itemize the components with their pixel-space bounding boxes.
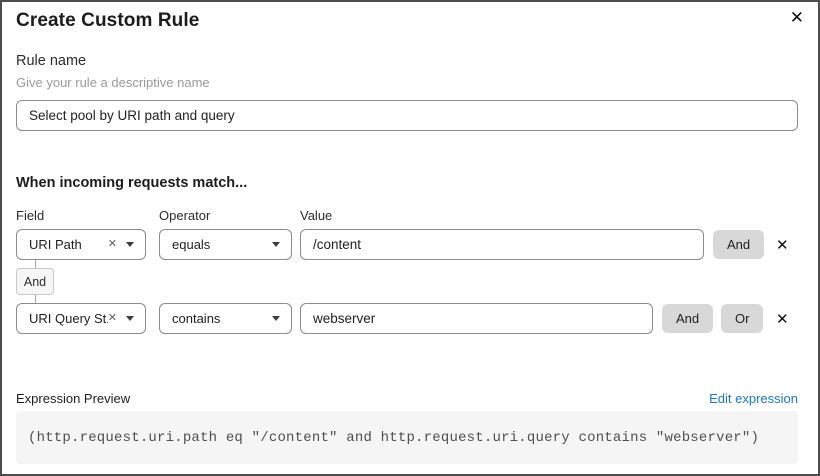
operator-column-label: Operator (159, 208, 211, 223)
value-column-label: Value (300, 208, 333, 223)
value-input-row2[interactable] (300, 303, 653, 334)
clear-field-icon[interactable]: ✕ (107, 312, 117, 324)
expression-code-block: (http.request.uri.path eq "/content" and… (16, 411, 798, 464)
operator-select-row2[interactable]: contains (159, 303, 292, 334)
remove-condition-icon-row2[interactable]: ✕ (776, 311, 789, 328)
value-input-row1[interactable] (300, 229, 704, 260)
and-button-row1[interactable]: And (713, 230, 765, 259)
and-connector-badge: And (16, 268, 54, 295)
field-select-row1[interactable]: URI Path ✕ (16, 229, 146, 260)
chevron-down-icon (126, 242, 134, 247)
dialog-title: Create Custom Rule (16, 10, 200, 31)
operator-select-row2-value: contains (172, 311, 221, 326)
field-column-label: Field (16, 208, 45, 223)
chevron-down-icon (272, 316, 280, 321)
rule-name-hint: Give your rule a descriptive name (16, 75, 210, 90)
chevron-down-icon (126, 316, 134, 321)
field-select-row1-value: URI Path (29, 237, 82, 252)
operator-select-row1-value: equals (172, 237, 211, 252)
rule-name-label: Rule name (16, 53, 87, 69)
match-section-heading: When incoming requests match... (16, 175, 248, 191)
connector-line-bottom (35, 295, 36, 304)
connector-line-top (35, 260, 36, 268)
remove-condition-icon-row1[interactable]: ✕ (776, 237, 789, 254)
rule-name-input[interactable] (16, 100, 798, 131)
operator-select-row1[interactable]: equals (159, 229, 292, 260)
field-select-row2[interactable]: URI Query St... ✕ (16, 303, 146, 334)
and-button-row2[interactable]: And (662, 304, 714, 333)
expression-preview-label: Expression Preview (16, 391, 131, 406)
clear-field-icon[interactable]: ✕ (107, 238, 117, 250)
edit-expression-link[interactable]: Edit expression (709, 391, 798, 406)
chevron-down-icon (272, 242, 280, 247)
or-button-row2[interactable]: Or (721, 304, 764, 333)
expression-text: (http.request.uri.path eq "/content" and… (28, 430, 760, 446)
field-select-row2-value: URI Query St... (29, 311, 108, 326)
close-icon[interactable]: ✕ (789, 8, 804, 27)
